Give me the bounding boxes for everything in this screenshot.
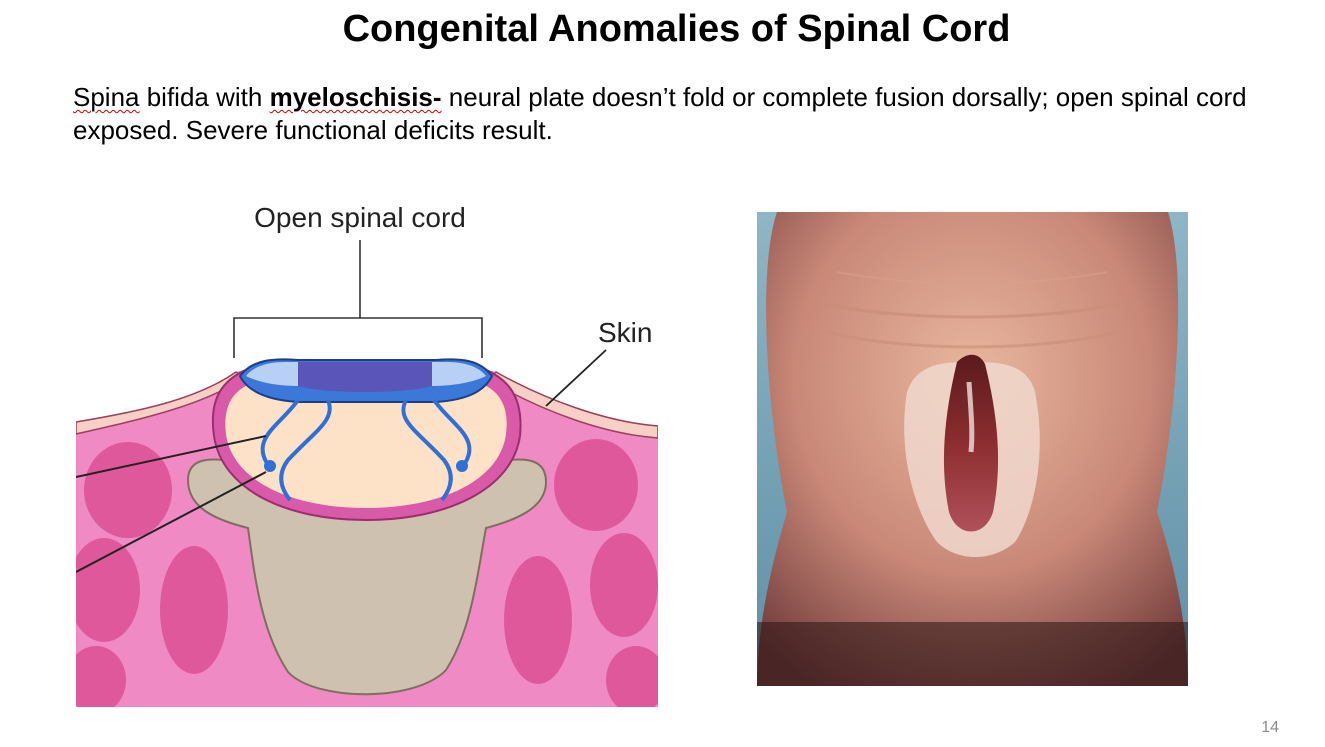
neural-plate-center — [298, 362, 432, 392]
spina-bifida-diagram: Open spinal cord Skin — [76, 202, 658, 707]
skin-fold — [816, 300, 1128, 319]
pointer-line — [76, 471, 267, 573]
spellcheck-word: Spina — [73, 82, 140, 112]
body-text-segment: bifida with — [139, 82, 270, 112]
slide-body-text: Spina bifida with myeloschisis- neural p… — [73, 81, 1253, 147]
muscle-blob — [84, 442, 172, 538]
dorsal-root-ganglion — [264, 460, 276, 472]
spinal-cord — [225, 380, 507, 508]
skin-pointer-line — [545, 349, 607, 407]
slide-title: Congenital Anomalies of Spinal Cord — [342, 8, 1011, 50]
neural-plate-edge — [432, 362, 486, 386]
clinical-photo — [757, 212, 1188, 686]
nerve-root — [260, 398, 332, 502]
muscle-blob — [504, 556, 572, 684]
vertebra — [186, 458, 548, 696]
label-skin: Skin — [598, 317, 652, 348]
label-open-spinal-cord: Open spinal cord — [254, 202, 466, 233]
label-bracket — [233, 240, 483, 358]
page-number: 14 — [1261, 719, 1279, 736]
nerve-root — [401, 398, 472, 502]
muscle-blob — [160, 546, 228, 674]
key-term: myeloschisis- — [269, 82, 442, 112]
pointer-line — [76, 435, 267, 478]
muscle-blob — [554, 439, 638, 531]
neural-plate-edge — [246, 362, 298, 386]
muscle-blob — [606, 646, 658, 707]
muscle-blob — [590, 533, 658, 637]
dorsal-root-ganglion — [456, 460, 468, 472]
skin-fold — [836, 271, 1108, 285]
skin-fold — [826, 330, 1118, 349]
body-text-segment: neural plate doesn’t fold or complete fu… — [73, 82, 1247, 145]
lesion-highlight — [966, 381, 975, 453]
bottom-shadow — [757, 622, 1188, 686]
muscle-blob — [76, 646, 126, 707]
skin-layer — [486, 371, 658, 439]
